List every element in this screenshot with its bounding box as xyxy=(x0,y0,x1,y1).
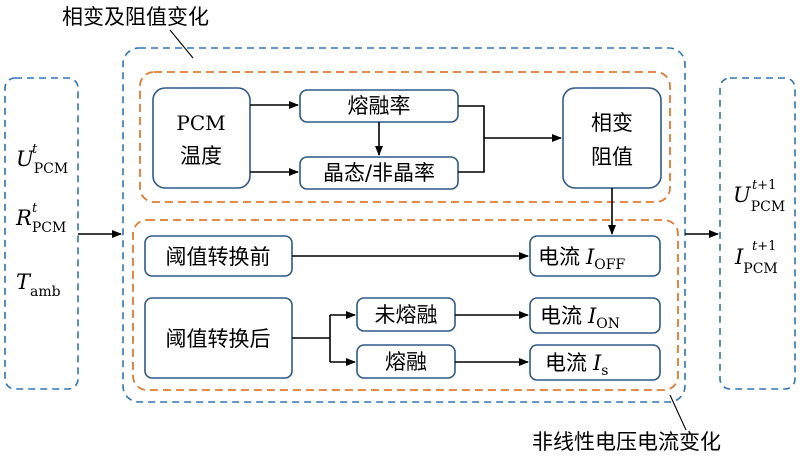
svg-text:t+1: t+1 xyxy=(752,239,776,254)
svg-text:t: t xyxy=(32,142,38,157)
svg-text:UPCM: UPCM xyxy=(733,183,785,215)
input-variables-box xyxy=(4,77,79,390)
top-annotation-leader xyxy=(169,29,194,59)
bottom-annotation: 非线性电压电流变化 xyxy=(532,430,721,454)
melted-label: 熔融 xyxy=(385,350,427,374)
pcm-temperature-label-2: 温度 xyxy=(180,144,222,168)
svg-text:RPCM: RPCM xyxy=(15,206,66,236)
output-variables-box xyxy=(719,77,796,390)
svg-text:Tamb: Tamb xyxy=(16,270,61,300)
crystal-rate-box xyxy=(299,156,459,190)
phase-resistance-label-1: 相变 xyxy=(591,111,633,135)
svg-text:UPCM: UPCM xyxy=(16,147,68,177)
current-on-box xyxy=(529,297,661,334)
svg-text:t: t xyxy=(32,201,38,216)
phase-resistance-label-2: 阻值 xyxy=(591,145,633,169)
phase-change-group xyxy=(139,71,671,203)
current-s-box xyxy=(529,344,661,381)
input-r-pcm: RPCM t xyxy=(15,201,66,236)
svg-text:t+1: t+1 xyxy=(752,178,776,193)
connector-crystal xyxy=(458,138,485,173)
connector-melt xyxy=(458,105,485,138)
crystal-rate-label: 晶态/非晶率 xyxy=(323,161,435,185)
output-u-pcm: UPCM t+1 xyxy=(733,178,785,215)
pcm-temperature-label-1: PCM xyxy=(176,111,225,135)
output-i-pcm: IPCM t+1 xyxy=(734,239,778,277)
input-u-pcm: UPCM t xyxy=(16,142,68,177)
melt-rate-label: 熔融率 xyxy=(348,94,411,118)
top-annotation: 相变及阻值变化 xyxy=(62,5,209,29)
before-switch-label: 阈值转换前 xyxy=(166,245,271,269)
not-melted-label: 未熔融 xyxy=(375,303,438,327)
phase-resistance-box xyxy=(562,87,662,189)
pcm-temperature-box xyxy=(152,87,251,189)
bottom-annotation-leader xyxy=(669,394,687,431)
current-off-box xyxy=(529,235,661,277)
model-outer-box xyxy=(122,47,686,403)
after-switch-label: 阈值转换后 xyxy=(166,327,271,351)
svg-text:IPCM: IPCM xyxy=(734,245,778,277)
input-t-amb: Tamb xyxy=(16,270,61,300)
